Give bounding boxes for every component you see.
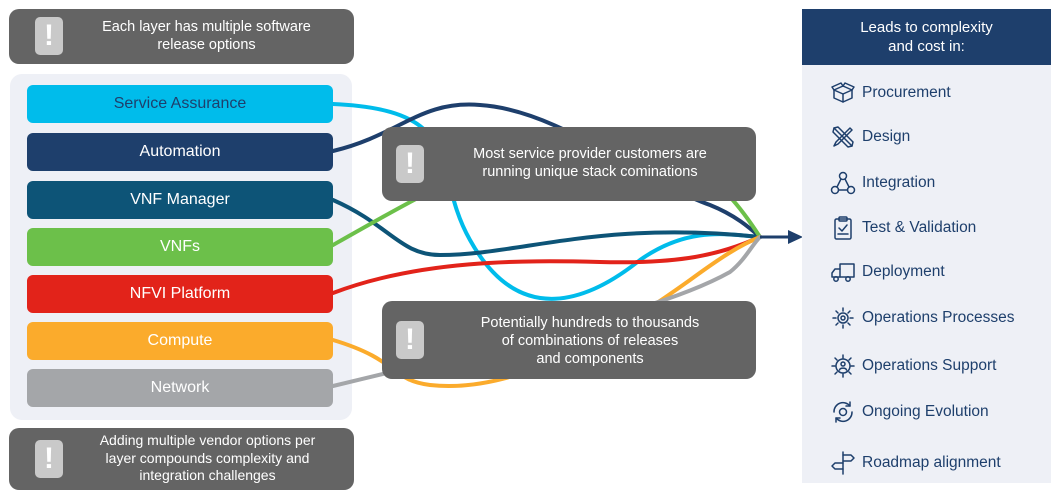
flow-vnf-manager: [331, 198, 762, 258]
impact-item-label: Ongoing Evolution: [862, 403, 989, 420]
exclamation-icon: !: [35, 440, 63, 478]
gears-icon: [830, 305, 856, 331]
flow-arrow-head: [788, 230, 803, 244]
impact-item-design: Design: [830, 122, 910, 152]
integration-icon: [830, 170, 856, 196]
flow-automation: [331, 102, 762, 239]
layer-nfvi-platform: NFVI Platform: [27, 275, 333, 313]
impact-item-label: Deployment: [862, 263, 945, 280]
callout-vendor-options: ! Adding multiple vendor options per lay…: [9, 428, 354, 490]
impact-item-operations-processes: Operations Processes: [830, 303, 1015, 333]
impact-item-label: Design: [862, 128, 911, 145]
layer-automation: Automation: [27, 133, 333, 171]
callout-release-options: ! Each layer has multiple software relea…: [9, 9, 354, 64]
clipboard-icon: [830, 215, 856, 241]
flow-nfvi: [331, 235, 762, 295]
impact-item-deployment: Deployment: [830, 257, 945, 287]
impact-item-label: Roadmap alignment: [862, 454, 1001, 471]
exclamation-icon: !: [35, 17, 63, 55]
impact-item-label: Operations Processes: [862, 309, 1015, 326]
layer-compute: Compute: [27, 322, 333, 360]
callout-unique-stacks-text: Most service provider customers are runn…: [473, 146, 707, 180]
impact-item-operations-support: Operations Support: [830, 351, 996, 381]
callout-unique-stacks: ! Most service provider customers are ru…: [382, 127, 756, 201]
callout-release-options-text: Each layer has multiple software release…: [102, 19, 311, 53]
impact-item-roadmap-alignment: Roadmap alignment: [830, 448, 1001, 478]
exclamation-icon: !: [396, 321, 424, 359]
impact-item-label: Test & Validation: [862, 219, 977, 236]
design-tools-icon: [830, 124, 856, 150]
impact-panel-title: Leads to complexity and cost in:: [802, 9, 1051, 65]
impact-item-test-validation: Test & Validation: [830, 213, 976, 243]
impact-item-integration: Integration: [830, 168, 935, 198]
layer-vnfs: VNFs: [27, 228, 333, 266]
box-icon: [830, 80, 856, 106]
callout-combinations: ! Potentially hundreds to thousands of c…: [382, 301, 756, 379]
truck-icon: [830, 259, 856, 285]
layer-service-assurance: Service Assurance: [27, 85, 333, 123]
impact-item-ongoing-evolution: Ongoing Evolution: [830, 397, 989, 427]
impact-item-procurement: Procurement: [830, 78, 951, 108]
impact-item-label: Procurement: [862, 84, 951, 101]
callout-combinations-text: Potentially hundreds to thousands of com…: [480, 315, 700, 367]
gear-person-icon: [830, 353, 856, 379]
refresh-gear-icon: [830, 399, 856, 425]
impact-item-label: Operations Support: [862, 357, 997, 374]
impact-item-label: Integration: [862, 174, 936, 191]
layer-network: Network: [27, 369, 333, 407]
layer-vnf-manager: VNF Manager: [27, 181, 333, 219]
signpost-icon: [830, 450, 856, 476]
exclamation-icon: !: [396, 145, 424, 183]
callout-vendor-options-text: Adding multiple vendor options per layer…: [99, 432, 316, 483]
